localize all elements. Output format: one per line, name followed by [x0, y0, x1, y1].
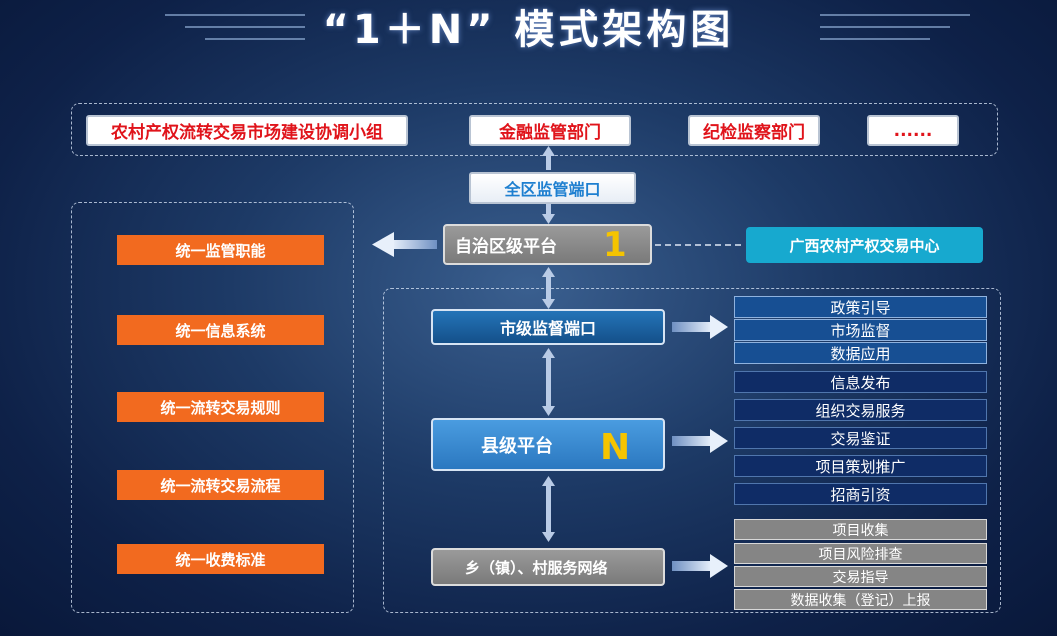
title-deco-right: [820, 38, 930, 40]
city-function-item: 政策引导: [734, 296, 987, 318]
title-deco-right: [820, 14, 970, 16]
vertical-arrow: [542, 204, 555, 224]
title-deco-right: [820, 26, 950, 28]
finance-supervision-box: 金融监管部门: [469, 115, 631, 146]
village-function-item: 项目风险排查: [734, 543, 987, 564]
title-deco-left: [185, 26, 305, 28]
discipline-inspection-box: 纪检监察部门: [688, 115, 820, 146]
title-deco-left: [205, 38, 305, 40]
unify-item: 统一收费标准: [117, 544, 324, 574]
title-deco-left: [165, 14, 305, 16]
unify-item: 统一监管职能: [117, 235, 324, 265]
county-platform: 县级平台: [431, 418, 665, 471]
village-function-item: 项目收集: [734, 519, 987, 540]
county-function-item: 招商引资: [734, 483, 987, 505]
county-platform-label: 县级平台: [481, 435, 553, 457]
more-box: ......: [867, 115, 959, 146]
village-function-item: 交易指导: [734, 566, 987, 587]
right-arrow: [672, 429, 728, 453]
city-supervision-port: 市级监督端口: [431, 309, 665, 345]
left-arrow: [372, 232, 437, 257]
county-platform-letter: N: [600, 427, 631, 468]
right-arrow: [672, 315, 728, 339]
coordination-group-box: 农村产权流转交易市场建设协调小组: [86, 115, 408, 146]
region-platform-label: 自治区级平台: [455, 237, 557, 257]
vertical-arrow: [542, 146, 555, 170]
vertical-arrow: [542, 348, 555, 416]
village-service-network-label: 乡（镇）、村服务网络: [465, 558, 608, 577]
left-frame: [71, 202, 354, 613]
county-function-item: 信息发布: [734, 371, 987, 393]
region-platform-number: 1: [603, 225, 627, 265]
right-frame: [383, 288, 1001, 613]
trading-center-box: 广西农村产权交易中心: [746, 227, 983, 263]
county-function-item: 交易鉴证: [734, 427, 987, 449]
village-service-network: 乡（镇）、村服务网络: [431, 548, 665, 586]
region-supervision-port: 全区监管端口: [469, 172, 636, 204]
village-function-item: 数据收集（登记）上报: [734, 589, 987, 610]
page-title: “1＋N” 模式架构图: [322, 7, 735, 53]
city-function-item: 数据应用: [734, 342, 987, 364]
unify-item: 统一流转交易规则: [117, 392, 324, 422]
county-function-item: 项目策划推广: [734, 455, 987, 477]
top-frame: [71, 103, 998, 156]
vertical-arrow: [542, 267, 555, 309]
vertical-arrow: [542, 476, 555, 542]
region-platform: 自治区级平台: [443, 224, 652, 265]
unify-item: 统一流转交易流程: [117, 470, 324, 500]
unify-item: 统一信息系统: [117, 315, 324, 345]
county-function-item: 组织交易服务: [734, 399, 987, 421]
right-arrow: [672, 554, 728, 578]
city-function-item: 市场监督: [734, 319, 987, 341]
